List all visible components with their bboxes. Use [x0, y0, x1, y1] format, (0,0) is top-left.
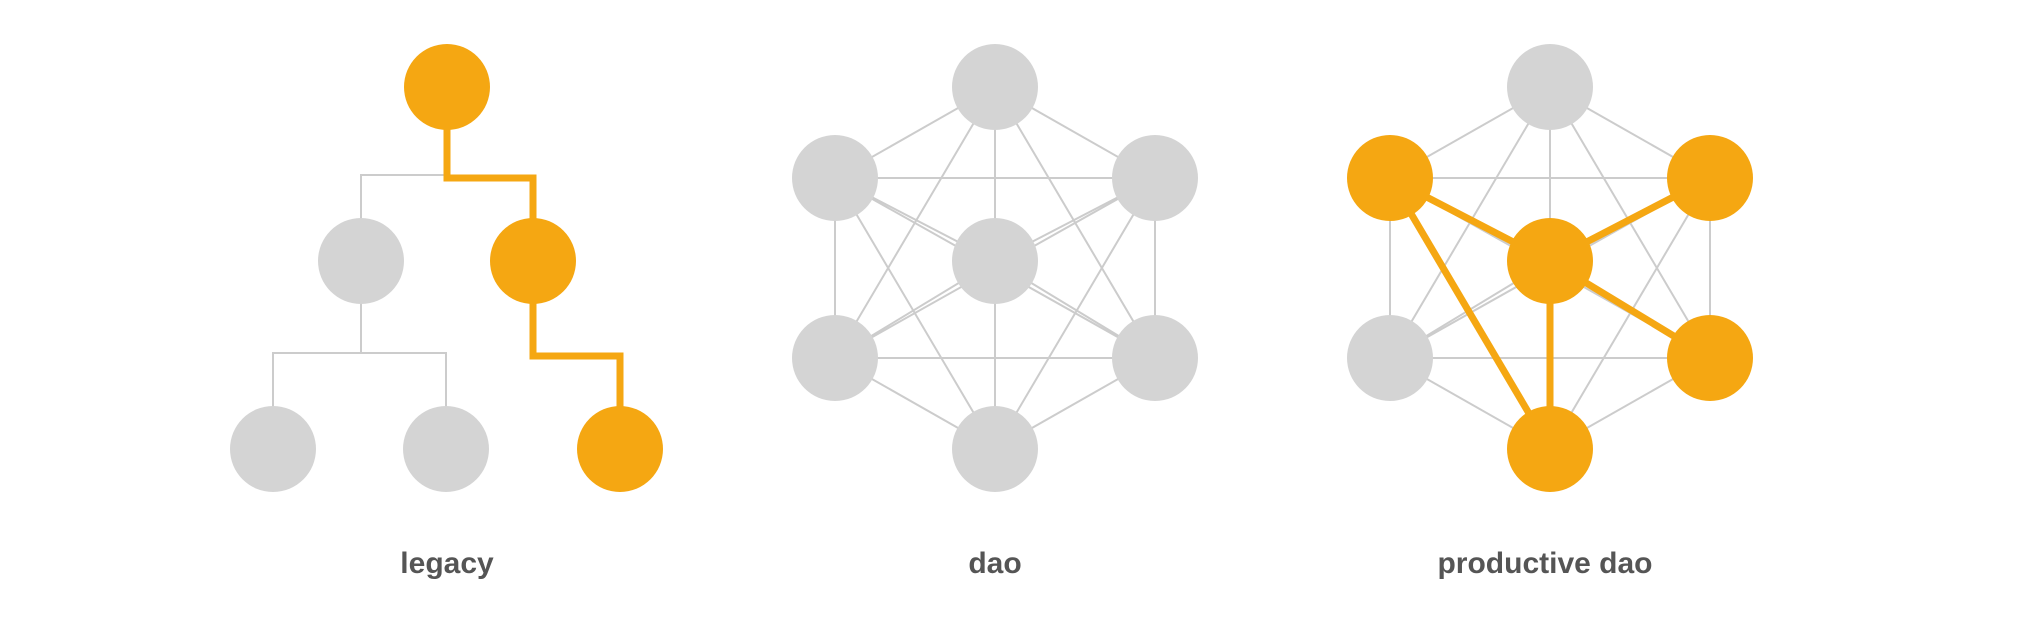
node-top	[1507, 44, 1593, 130]
legacy-diagram	[230, 44, 663, 492]
edge-mid-right-leaf-right	[529, 261, 624, 449]
node-mid-right	[490, 218, 576, 304]
node-center	[952, 218, 1038, 304]
node-leaf-middle	[403, 406, 489, 492]
node-upper-right	[1112, 135, 1198, 221]
node-lower-right	[1112, 315, 1198, 401]
node-leaf-left	[230, 406, 316, 492]
node-upper-right	[1667, 135, 1753, 221]
node-upper-left	[1347, 135, 1433, 221]
node-mid-left	[318, 218, 404, 304]
dao-label: dao	[968, 547, 1021, 580]
node-lower-left	[1347, 315, 1433, 401]
dao-diagram	[792, 44, 1198, 492]
edge-upper-right-bottom	[994, 177, 1156, 450]
edge-mid-left-leaf-middle	[360, 261, 447, 449]
node-lower-right	[1667, 315, 1753, 401]
node-lower-left	[792, 315, 878, 401]
legacy-label: legacy	[400, 547, 494, 580]
active-edge-upper-left-bottom	[1386, 176, 1554, 451]
node-leaf-right	[577, 406, 663, 492]
node-upper-left	[792, 135, 878, 221]
node-bottom	[1507, 406, 1593, 492]
node-bottom	[952, 406, 1038, 492]
node-root	[404, 44, 490, 130]
productive-dao-label: productive dao	[1437, 547, 1652, 580]
node-top	[952, 44, 1038, 130]
node-center	[1507, 218, 1593, 304]
productive-dao-diagram	[1347, 44, 1753, 492]
